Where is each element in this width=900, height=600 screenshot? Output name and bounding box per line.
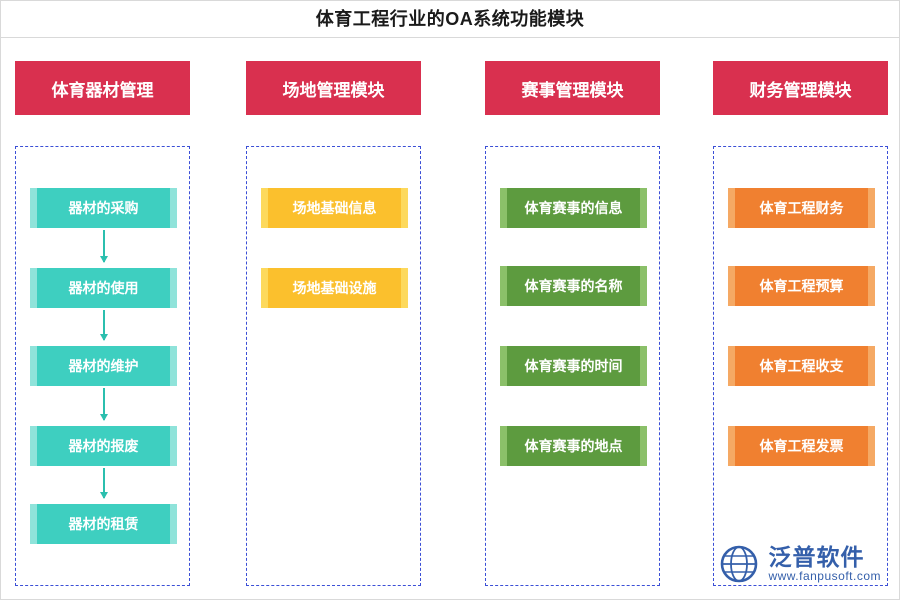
node-label: 器材的报废 xyxy=(68,438,139,454)
node-cap-right xyxy=(640,266,647,306)
column-header[interactable]: 财务管理模块 xyxy=(713,61,888,115)
page-title: 体育工程行业的OA系统功能模块 xyxy=(315,9,585,29)
node-label: 体育工程收支 xyxy=(759,358,844,374)
node-cap-left xyxy=(500,426,507,466)
node-cap-right xyxy=(170,426,177,466)
column-4: 财务管理模块体育工程财务体育工程预算体育工程收支体育工程发票 xyxy=(713,61,888,586)
flow-arrow xyxy=(100,310,108,341)
node-item[interactable]: 体育赛事的信息 xyxy=(500,188,647,228)
column-header[interactable]: 赛事管理模块 xyxy=(485,61,660,115)
node-cap-right xyxy=(170,346,177,386)
node-label: 体育工程预算 xyxy=(759,278,844,294)
node-cap-right xyxy=(170,504,177,544)
flow-arrow xyxy=(100,230,108,263)
node-label: 器材的租赁 xyxy=(68,516,139,532)
globe-icon xyxy=(718,543,760,585)
node-cap-left xyxy=(728,188,735,228)
node-item[interactable]: 器材的报废 xyxy=(30,426,177,466)
node-item[interactable]: 体育工程财务 xyxy=(728,188,875,228)
node-cap-left xyxy=(728,346,735,386)
column-body: 体育工程财务体育工程预算体育工程收支体育工程发票 xyxy=(713,146,888,586)
node-label: 体育赛事的时间 xyxy=(524,358,623,374)
column-body: 器材的采购器材的使用器材的维护器材的报废器材的租赁 xyxy=(15,146,190,586)
node-cap-right xyxy=(170,188,177,228)
node-cap-right xyxy=(640,426,647,466)
node-label: 场地基础设施 xyxy=(292,280,377,296)
title-bar: 体育工程行业的OA系统功能模块 xyxy=(1,1,899,38)
column-3: 赛事管理模块体育赛事的信息体育赛事的名称体育赛事的时间体育赛事的地点 xyxy=(485,61,660,586)
node-cap-right xyxy=(868,188,875,228)
node-cap-left xyxy=(261,268,268,308)
node-item[interactable]: 器材的采购 xyxy=(30,188,177,228)
node-label: 体育赛事的地点 xyxy=(524,438,623,454)
column-2: 场地管理模块场地基础信息场地基础设施 xyxy=(246,61,421,586)
node-label: 器材的维护 xyxy=(68,358,139,374)
node-label: 场地基础信息 xyxy=(292,200,377,216)
column-header-label: 体育器材管理 xyxy=(51,80,154,100)
column-1: 体育器材管理器材的采购器材的使用器材的维护器材的报废器材的租赁 xyxy=(15,61,190,586)
node-cap-left xyxy=(30,346,37,386)
node-cap-right xyxy=(401,268,408,308)
node-item[interactable]: 体育工程收支 xyxy=(728,346,875,386)
node-cap-left xyxy=(500,266,507,306)
node-cap-left xyxy=(261,188,268,228)
column-header[interactable]: 场地管理模块 xyxy=(246,61,421,115)
node-cap-right xyxy=(640,346,647,386)
column-header[interactable]: 体育器材管理 xyxy=(15,61,190,115)
node-item[interactable]: 器材的维护 xyxy=(30,346,177,386)
node-label: 体育工程财务 xyxy=(759,200,844,216)
node-cap-left xyxy=(728,426,735,466)
column-header-label: 场地管理模块 xyxy=(282,80,385,100)
node-item[interactable]: 器材的使用 xyxy=(30,268,177,308)
node-cap-right xyxy=(868,346,875,386)
column-body: 场地基础信息场地基础设施 xyxy=(246,146,421,586)
node-item[interactable]: 场地基础设施 xyxy=(261,268,408,308)
flow-arrow xyxy=(100,388,108,421)
node-label: 体育赛事的信息 xyxy=(524,200,623,216)
column-header-label: 赛事管理模块 xyxy=(521,80,624,100)
node-cap-left xyxy=(30,268,37,308)
watermark-name: 泛普软件 xyxy=(768,543,865,570)
node-item[interactable]: 体育工程发票 xyxy=(728,426,875,466)
column-body: 体育赛事的信息体育赛事的名称体育赛事的时间体育赛事的地点 xyxy=(485,146,660,586)
node-cap-right xyxy=(868,266,875,306)
node-item[interactable]: 器材的租赁 xyxy=(30,504,177,544)
node-item[interactable]: 体育赛事的地点 xyxy=(500,426,647,466)
node-cap-left xyxy=(500,346,507,386)
watermark-text: 泛普软件 www.fanpusoft.com xyxy=(768,545,881,584)
watermark-logo: 泛普软件 www.fanpusoft.com xyxy=(718,543,881,585)
node-cap-left xyxy=(30,504,37,544)
node-label: 器材的采购 xyxy=(68,200,139,216)
node-item[interactable]: 场地基础信息 xyxy=(261,188,408,228)
node-cap-left xyxy=(500,188,507,228)
node-cap-left xyxy=(30,188,37,228)
node-label: 体育工程发票 xyxy=(759,438,844,454)
column-header-label: 财务管理模块 xyxy=(749,80,852,100)
node-label: 器材的使用 xyxy=(68,280,139,296)
node-cap-right xyxy=(170,268,177,308)
node-cap-right xyxy=(401,188,408,228)
watermark-url: www.fanpusoft.com xyxy=(768,568,881,583)
node-item[interactable]: 体育赛事的时间 xyxy=(500,346,647,386)
node-item[interactable]: 体育赛事的名称 xyxy=(500,266,647,306)
node-cap-right xyxy=(868,426,875,466)
node-cap-left xyxy=(30,426,37,466)
node-cap-left xyxy=(728,266,735,306)
flow-arrow xyxy=(100,468,108,499)
node-label: 体育赛事的名称 xyxy=(524,278,623,294)
node-item[interactable]: 体育工程预算 xyxy=(728,266,875,306)
node-cap-right xyxy=(640,188,647,228)
